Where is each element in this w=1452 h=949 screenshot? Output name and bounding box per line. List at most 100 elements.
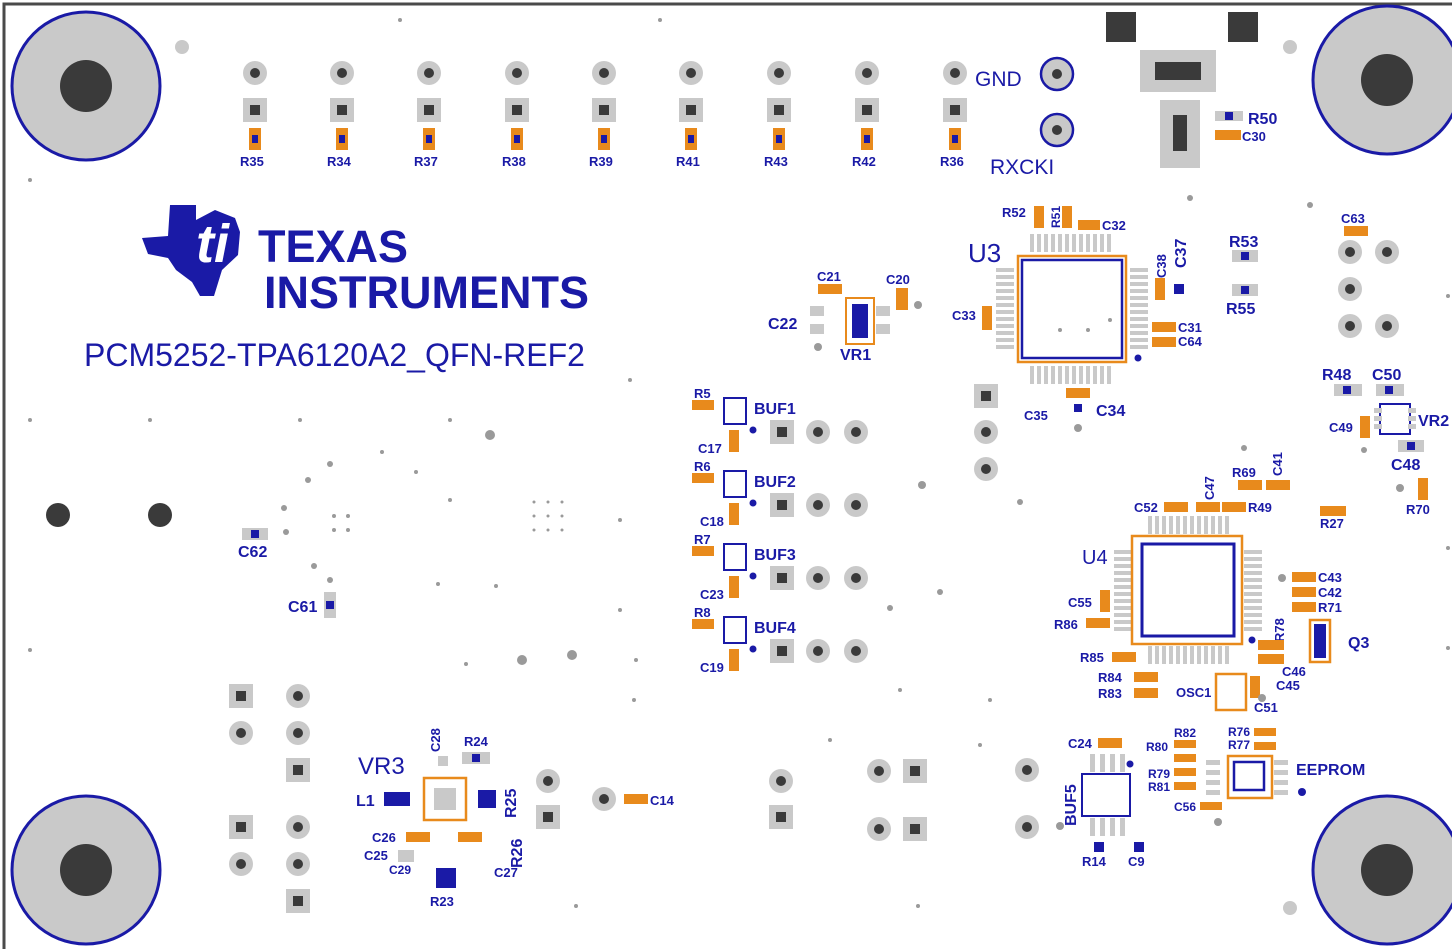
gnd-testpoint bbox=[1039, 56, 1075, 92]
label-c52: C52 bbox=[1134, 500, 1158, 515]
label-c29: C29 bbox=[389, 863, 411, 877]
label-c61: C61 bbox=[288, 599, 317, 616]
label-r69: R69 bbox=[1232, 465, 1256, 480]
label-c49: C49 bbox=[1329, 420, 1353, 435]
label-r85: R85 bbox=[1080, 650, 1104, 665]
label-r81: R81 bbox=[1148, 780, 1170, 794]
label-c27: C27 bbox=[494, 865, 518, 880]
l1-body bbox=[384, 792, 410, 806]
label-r78: R78 bbox=[1272, 618, 1287, 642]
osc1-outline bbox=[1214, 672, 1248, 712]
left-hole-2 bbox=[148, 503, 172, 527]
label-c38: C38 bbox=[1154, 254, 1169, 278]
label-c31: C31 bbox=[1178, 320, 1202, 335]
label-r5: R5 bbox=[694, 386, 711, 401]
label-buf3: BUF3 bbox=[754, 547, 796, 564]
label-c55: C55 bbox=[1068, 595, 1092, 610]
label-c41: C41 bbox=[1270, 452, 1285, 476]
r50-body bbox=[1225, 112, 1233, 120]
u3-chip bbox=[996, 234, 1148, 384]
r23-body bbox=[436, 868, 456, 888]
label-c50: C50 bbox=[1372, 367, 1401, 384]
label-c28: C28 bbox=[428, 728, 443, 752]
label-c64: C64 bbox=[1178, 334, 1203, 349]
label-r50: R50 bbox=[1248, 111, 1277, 128]
label-r35: R35 bbox=[240, 154, 264, 169]
via-field bbox=[28, 18, 1450, 915]
top-header-pins bbox=[243, 61, 967, 122]
label-c47: C47 bbox=[1202, 476, 1217, 500]
label-c42: C42 bbox=[1318, 585, 1342, 600]
label-r83: R83 bbox=[1098, 686, 1122, 701]
output-pins bbox=[770, 384, 998, 663]
label-u3: U3 bbox=[968, 238, 1001, 268]
c21-footprint bbox=[818, 284, 842, 294]
label-r43: R43 bbox=[764, 154, 788, 169]
q3-body bbox=[1314, 624, 1326, 658]
label-c56: C56 bbox=[1174, 800, 1196, 814]
label-c19: C19 bbox=[700, 660, 724, 675]
label-c48: C48 bbox=[1391, 457, 1420, 474]
label-c32: C32 bbox=[1102, 218, 1126, 233]
label-c43: C43 bbox=[1318, 570, 1342, 585]
label-r52: R52 bbox=[1002, 205, 1026, 220]
label-r49: R49 bbox=[1248, 500, 1272, 515]
label-q3: Q3 bbox=[1348, 635, 1369, 652]
label-c18: C18 bbox=[700, 514, 724, 529]
label-c22: C22 bbox=[768, 316, 797, 333]
label-c46: C46 bbox=[1282, 664, 1306, 679]
label-buf5: BUF5 bbox=[1063, 784, 1080, 826]
label-c45: C45 bbox=[1276, 678, 1300, 693]
label-r26: R26 bbox=[509, 839, 526, 868]
label-r27: R27 bbox=[1320, 516, 1344, 531]
label-gnd: GND bbox=[975, 68, 1022, 91]
eeprom-chip bbox=[1206, 754, 1306, 800]
resistor-stack bbox=[1174, 728, 1276, 810]
label-vr1: VR1 bbox=[840, 347, 871, 364]
label-c21: C21 bbox=[817, 269, 841, 284]
label-r41: R41 bbox=[676, 154, 700, 169]
label-c51: C51 bbox=[1254, 700, 1278, 715]
label-c62: C62 bbox=[238, 544, 267, 561]
q3-outline bbox=[1308, 618, 1332, 664]
label-u4: U4 bbox=[1082, 547, 1108, 569]
label-r34: R34 bbox=[327, 154, 352, 169]
label-r23: R23 bbox=[430, 894, 454, 909]
ti-logo: ti Texas Instruments bbox=[142, 205, 589, 318]
label-c17: C17 bbox=[698, 441, 722, 456]
vr2-chip bbox=[1374, 403, 1416, 435]
buf-group bbox=[692, 397, 757, 671]
svg-text:ti: ti bbox=[196, 214, 230, 274]
label-r8: R8 bbox=[694, 605, 711, 620]
texas-state-icon bbox=[142, 205, 240, 296]
label-c34: C34 bbox=[1096, 403, 1125, 420]
mounting-hole-top-right bbox=[1311, 4, 1452, 156]
label-c14: C14 bbox=[650, 793, 675, 808]
label-eeprom: EEPROM bbox=[1296, 762, 1365, 779]
vr1-outline bbox=[845, 297, 875, 345]
label-osc1: OSC1 bbox=[1176, 685, 1211, 700]
logo-line1: Texas bbox=[258, 221, 408, 272]
buf5-chip bbox=[1081, 754, 1134, 836]
label-r38: R38 bbox=[502, 154, 526, 169]
u4-chip bbox=[1114, 516, 1262, 664]
label-c24: C24 bbox=[1068, 736, 1093, 751]
label-r53: R53 bbox=[1229, 234, 1258, 251]
label-buf2: BUF2 bbox=[754, 474, 796, 491]
label-l1: L1 bbox=[356, 793, 375, 810]
label-c25: C25 bbox=[364, 848, 388, 863]
board-title: PCM5252-TPA6120A2_QFN-REF2 bbox=[84, 337, 585, 373]
label-vr3: VR3 bbox=[358, 753, 405, 780]
label-buf1: BUF1 bbox=[754, 401, 796, 418]
c20-footprint bbox=[896, 288, 908, 310]
vr3-chip bbox=[422, 776, 468, 822]
label-r80: R80 bbox=[1146, 740, 1168, 754]
label-buf4: BUF4 bbox=[754, 620, 796, 637]
label-c9: C9 bbox=[1128, 854, 1145, 869]
label-r37: R37 bbox=[414, 154, 438, 169]
label-r76: R76 bbox=[1228, 725, 1250, 739]
label-c30: C30 bbox=[1242, 129, 1266, 144]
label-vr2: VR2 bbox=[1418, 413, 1449, 430]
label-c33: C33 bbox=[952, 308, 976, 323]
label-r82: R82 bbox=[1174, 726, 1196, 740]
